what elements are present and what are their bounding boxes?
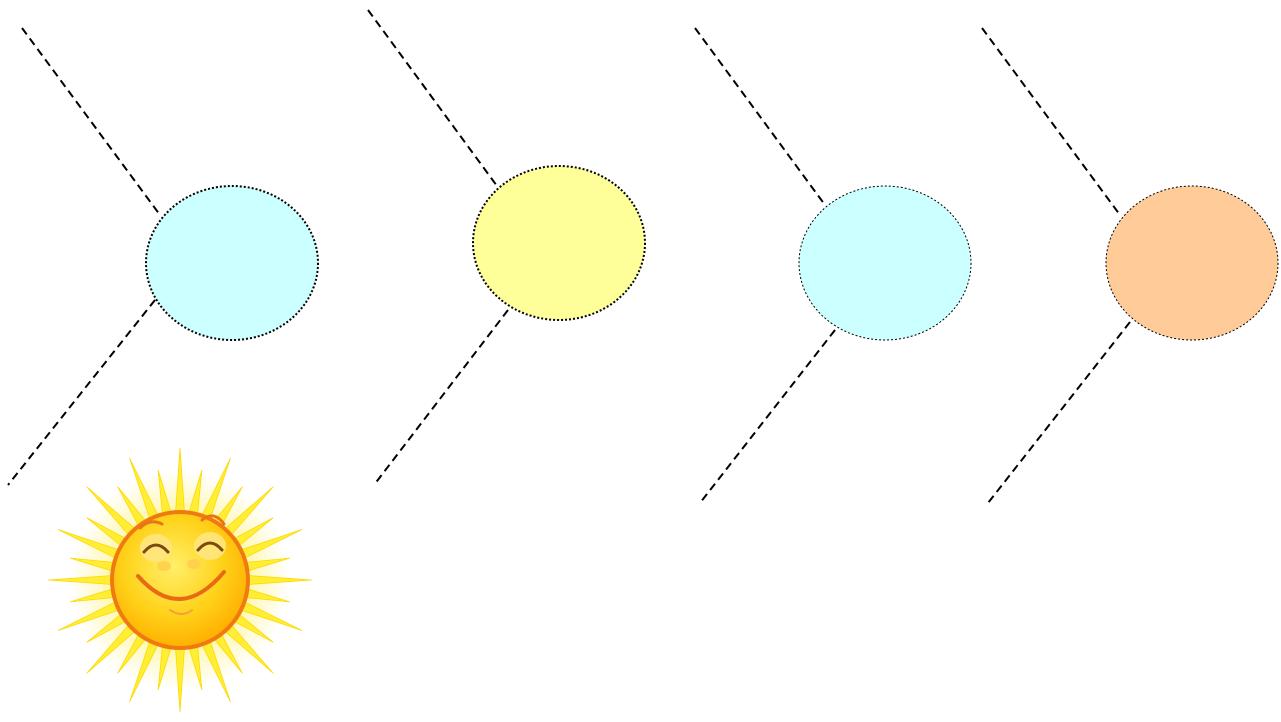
chevron-1 <box>8 28 318 485</box>
chevron-4-upper-line <box>982 28 1120 215</box>
chevron-1-circle <box>146 186 318 340</box>
chevron-4-lower-line <box>988 322 1130 503</box>
chevron-2 <box>368 10 645 485</box>
chevron-2-circle <box>473 166 645 320</box>
chevron-4 <box>982 28 1278 503</box>
chevron-4-circle <box>1106 186 1278 340</box>
chevron-2-lower-line <box>374 310 508 485</box>
chevron-1-upper-line <box>22 28 160 215</box>
smiling-sun-icon <box>48 448 312 712</box>
chevron-2-upper-line <box>368 10 497 186</box>
chevron-3-circle <box>799 186 971 340</box>
chevron-3-upper-line <box>695 28 825 205</box>
chevron-3 <box>695 28 971 503</box>
chevron-3-lower-line <box>700 330 835 503</box>
chevron-1-lower-line <box>8 300 155 485</box>
sun-face <box>112 512 248 648</box>
